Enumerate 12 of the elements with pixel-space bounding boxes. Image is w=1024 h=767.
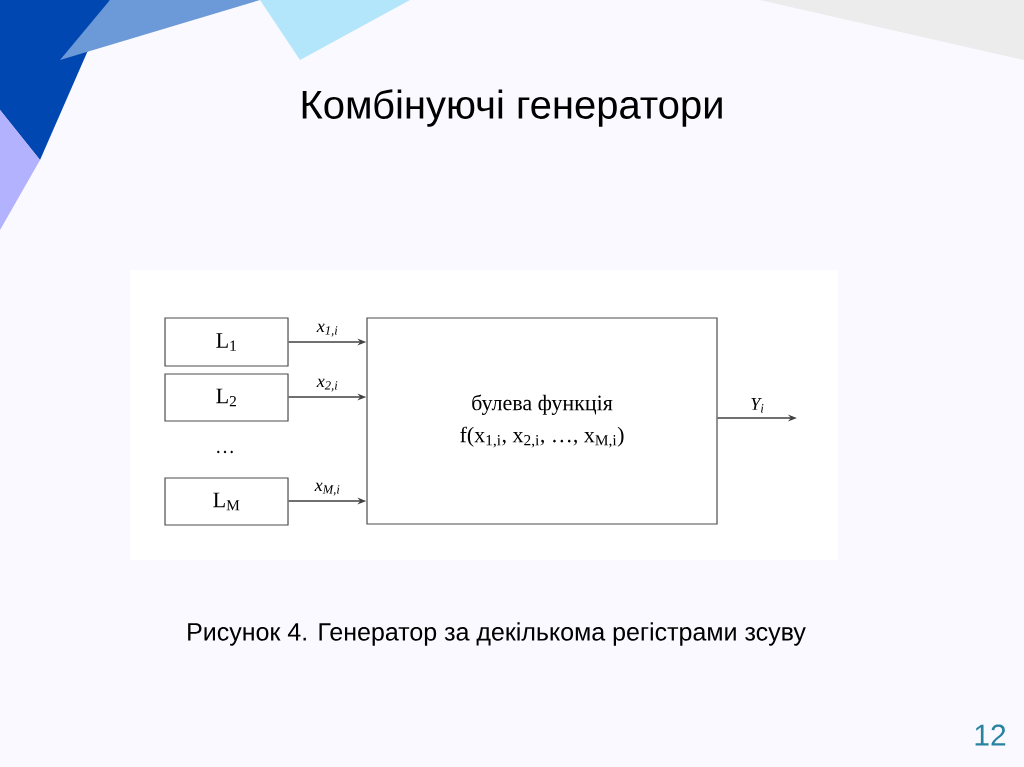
edge-label: x$_{2,i}$	[316, 378, 338, 392]
function-box: булева функція f(x$_{1,i}$, x$_{2,i}$, …, x$_{M,i}$)	[366, 317, 718, 525]
edge-label: Y$_{i}$	[751, 398, 764, 413]
page-number: 12	[975, 724, 1006, 746]
register-box: L$_{1}$	[164, 317, 289, 367]
ellipsis: …	[217, 450, 233, 454]
caption: Рисунок 4. Генератор за декількома регістрами зсуву	[188, 622, 806, 646]
register-box: L$_{2}$	[164, 373, 289, 422]
register-box: L$_{M}$	[164, 477, 289, 526]
title: Комбінуючі генератори	[302, 89, 722, 127]
edge-label: x$_{M,i}$	[314, 482, 340, 496]
edge-label: x$_{1,i}$	[316, 323, 338, 337]
